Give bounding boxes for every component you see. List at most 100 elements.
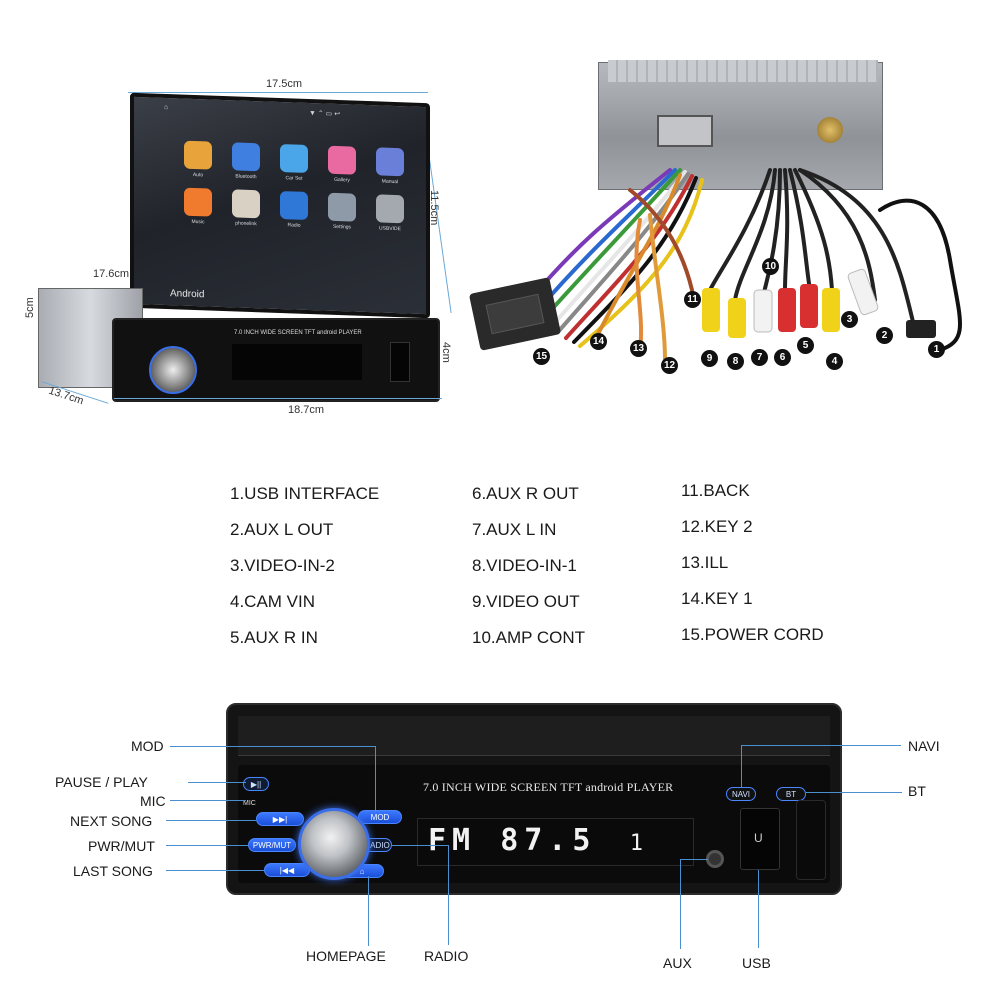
app-item[interactable]: Auto bbox=[174, 140, 222, 179]
harness-number-3: 3 bbox=[841, 311, 858, 328]
dim-face-height: 4cm bbox=[440, 342, 452, 363]
android-label: Android bbox=[170, 288, 205, 301]
rca-white-7 bbox=[753, 289, 773, 333]
chassis-top-vent bbox=[608, 60, 878, 82]
legend-item: 13.ILL bbox=[681, 553, 729, 572]
callout-bt: BT bbox=[908, 783, 926, 799]
volume-knob[interactable] bbox=[298, 808, 370, 880]
legend-item: 5.AUX R IN bbox=[230, 628, 318, 647]
mic-label: MIC bbox=[243, 800, 256, 807]
callout-pwr-mut: PWR/MUT bbox=[88, 838, 155, 854]
wire-video-out bbox=[708, 168, 772, 292]
callout-aux: AUX bbox=[663, 955, 692, 971]
app-item[interactable]: Bluetooth bbox=[222, 142, 270, 181]
legend-item: 14.KEY 1 bbox=[681, 589, 753, 608]
legend-item: 6.AUX R OUT bbox=[472, 484, 579, 503]
legend-item: 3.VIDEO-IN-2 bbox=[230, 556, 335, 575]
app-item[interactable]: phonelink bbox=[222, 189, 270, 228]
mod-button[interactable]: MOD bbox=[358, 810, 402, 824]
legend-column-2: 6.AUX R OUT 7.AUX L IN 8.VIDEO-IN-1 9.VI… bbox=[472, 484, 585, 648]
navi-button[interactable]: NAVI bbox=[726, 787, 756, 801]
dim-width-top: 17.5cm bbox=[266, 78, 303, 90]
app-label: Settings bbox=[332, 223, 352, 231]
legend-item: 4.CAM VIN bbox=[230, 592, 316, 611]
legend-item: 1.USB INTERFACE bbox=[230, 484, 380, 503]
release-button[interactable] bbox=[796, 800, 826, 880]
antenna-jack bbox=[817, 117, 843, 143]
lcd-display: FM 87.5 1 bbox=[417, 818, 694, 866]
harness-number-10: 10 bbox=[762, 258, 779, 275]
rear-chassis bbox=[598, 62, 883, 190]
volume-knob[interactable] bbox=[149, 346, 197, 394]
bt-button[interactable]: BT bbox=[776, 787, 806, 801]
lcd-channel: 1 bbox=[629, 831, 643, 856]
wire-black bbox=[572, 176, 698, 344]
manual-icon bbox=[376, 147, 404, 177]
app-item[interactable]: Music bbox=[174, 187, 222, 226]
wire-green bbox=[542, 168, 682, 320]
status-icons: ▼ ⌃ ▭ ↩ bbox=[309, 110, 341, 119]
front-panel-top bbox=[238, 716, 830, 756]
app-label: Auto bbox=[192, 171, 204, 179]
app-label: phonelink bbox=[235, 220, 257, 228]
front-panel-title: 7.0 INCH WIDE SCREEN TFT android PLAYER bbox=[423, 780, 674, 794]
app-item[interactable]: Manual bbox=[366, 147, 414, 186]
callout-usb: USB bbox=[742, 955, 771, 971]
next-song-button[interactable]: ▶▶| bbox=[256, 812, 304, 826]
last-song-button[interactable]: |◀◀ bbox=[264, 863, 310, 877]
harness-number-14: 14 bbox=[590, 333, 607, 350]
harness-number-4: 4 bbox=[826, 353, 843, 370]
harness-number-13: 13 bbox=[630, 340, 647, 357]
gallery-icon bbox=[328, 145, 356, 175]
wire-orange-13 bbox=[634, 218, 644, 352]
music-icon bbox=[184, 187, 212, 217]
app-item[interactable]: Radio bbox=[270, 191, 318, 230]
callout-pause-play: PAUSE / PLAY bbox=[55, 774, 148, 790]
wire-orange-12 bbox=[648, 213, 667, 362]
dim-body-height: 5cm bbox=[24, 297, 36, 318]
app-item[interactable]: USBVIDE bbox=[366, 194, 414, 233]
harness-number-12: 12 bbox=[661, 357, 678, 374]
dim-line-face-width bbox=[114, 398, 442, 399]
harness-wires bbox=[528, 168, 962, 362]
unit-faceplate: 7.0 INCH WIDE SCREEN TFT android PLAYER bbox=[112, 318, 440, 402]
phonelink-icon bbox=[232, 189, 260, 219]
harness-number-7: 7 bbox=[751, 349, 768, 366]
dim-line-top bbox=[128, 92, 428, 93]
play-pause-button[interactable]: ▶|| bbox=[243, 777, 269, 791]
bluetooth-icon bbox=[232, 142, 260, 172]
harness-number-6: 6 bbox=[774, 349, 791, 366]
wire-white bbox=[550, 170, 687, 328]
wire-usb bbox=[878, 198, 962, 352]
rca-white-2 bbox=[847, 268, 879, 316]
rca-red-5 bbox=[800, 284, 818, 328]
pwr-mut-button[interactable]: PWR/MUT bbox=[248, 838, 296, 852]
usb-slot[interactable]: U bbox=[740, 808, 780, 870]
car-set-icon bbox=[280, 144, 308, 173]
app-label: Manual bbox=[381, 178, 399, 186]
callout-mic: MIC bbox=[140, 793, 166, 809]
rca-yellow-9 bbox=[702, 288, 720, 332]
harness-number-11: 11 bbox=[684, 291, 701, 308]
harness-number-9: 9 bbox=[701, 350, 718, 367]
dim-face-width: 18.7cm bbox=[288, 404, 325, 416]
lcd-frequency: 87.5 bbox=[500, 823, 597, 858]
app-item[interactable]: Gallery bbox=[318, 145, 366, 184]
home-icon: ⌂ bbox=[164, 103, 169, 112]
callout-radio: RADIO bbox=[424, 948, 469, 964]
legend-column-1: 1.USB INTERFACE 2.AUX L OUT 3.VIDEO-IN-2… bbox=[230, 484, 379, 648]
app-label: USBVIDE bbox=[379, 225, 401, 233]
legend-item: 2.AUX L OUT bbox=[230, 520, 334, 539]
app-label: Music bbox=[191, 218, 205, 226]
status-bar: ⌂ ▼ ⌃ ▭ ↩ bbox=[144, 103, 416, 126]
auto-icon bbox=[184, 140, 212, 170]
rca-yellow-4 bbox=[822, 288, 840, 332]
app-item[interactable]: Settings bbox=[318, 192, 366, 231]
harness-number-5: 5 bbox=[797, 337, 814, 354]
aux-jack[interactable] bbox=[706, 850, 724, 868]
legend-item: 9.VIDEO OUT bbox=[472, 592, 580, 611]
app-item[interactable]: Car Set bbox=[270, 144, 318, 183]
legend-item: 10.AMP CONT bbox=[472, 628, 586, 647]
usb-video-icon bbox=[376, 194, 404, 224]
